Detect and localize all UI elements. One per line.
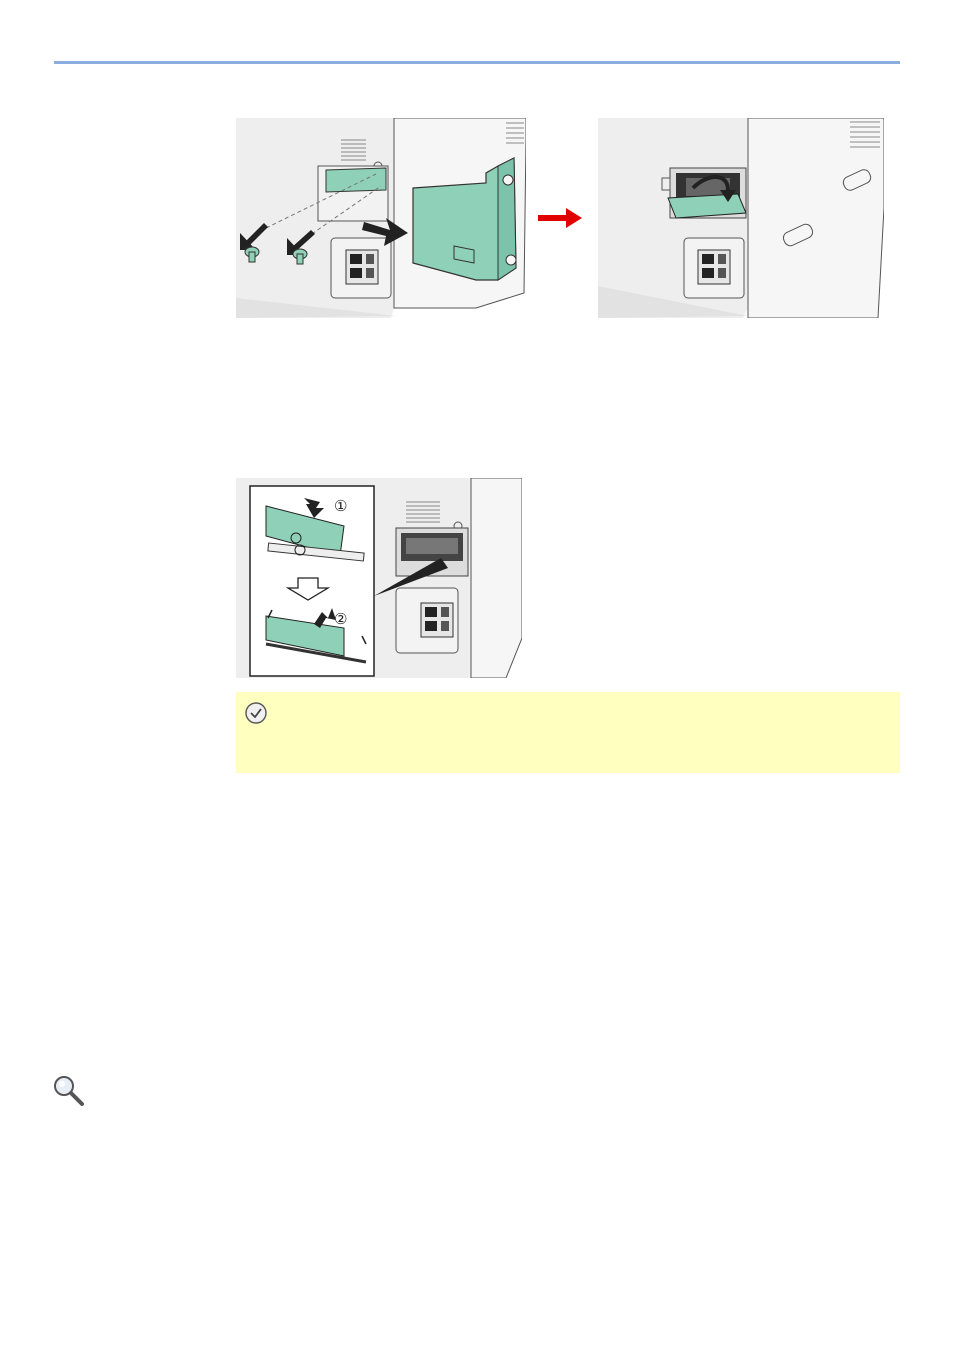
note-box: [236, 692, 900, 773]
step-arrow-icon: [538, 208, 582, 228]
remove-cover-illustration: [236, 118, 526, 318]
open-slot-illustration: [598, 118, 884, 318]
step-1-marker: ①: [334, 497, 347, 515]
header-rule: [54, 61, 900, 64]
step-2-marker: ②: [334, 610, 347, 628]
insert-memory-illustration: ① ②: [236, 478, 522, 678]
magnifier-icon: [54, 1076, 84, 1106]
check-circle-icon: [245, 702, 267, 724]
